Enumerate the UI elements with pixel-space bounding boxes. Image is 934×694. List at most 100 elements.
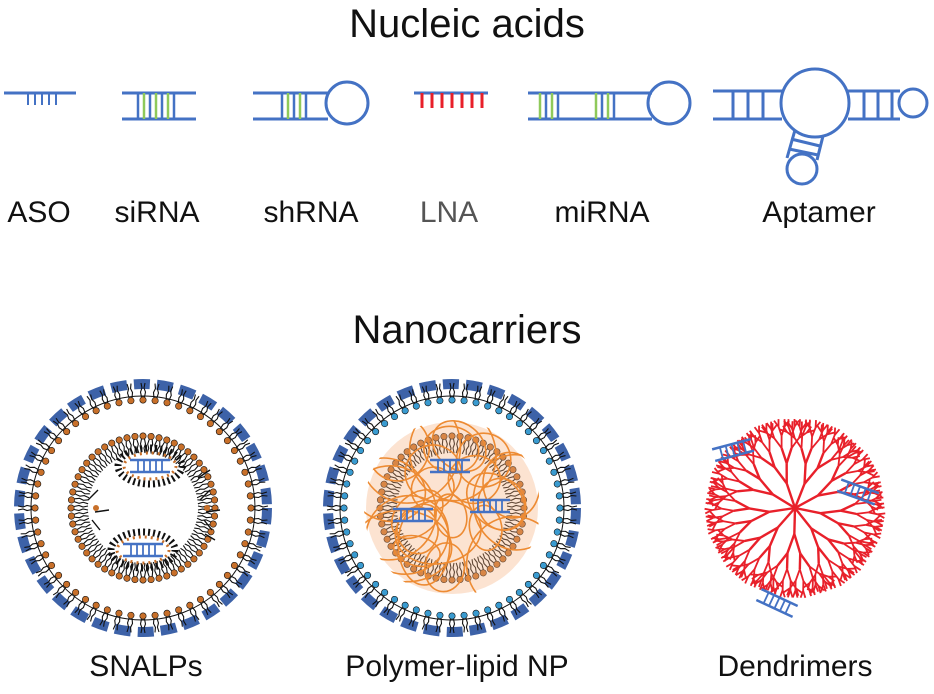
dendrimer-branch [767, 561, 773, 575]
dendrimer-branch [823, 431, 829, 442]
dendrimer-branch [765, 431, 775, 439]
dendrimer-branch [753, 447, 763, 459]
dendrimer-branch [803, 467, 819, 485]
dendrimer-branch [853, 565, 858, 574]
dendrimer-branch [831, 570, 840, 580]
dendrimer-branch [817, 585, 822, 594]
dendrimer-branch [802, 580, 810, 590]
dendrimer-branch [822, 441, 825, 454]
dendrimer-branch [853, 524, 866, 528]
dendrimer-branch [853, 455, 859, 465]
lipid [174, 605, 188, 628]
dendrimer-branch [713, 467, 721, 475]
dendrimer-branch [847, 570, 852, 579]
dendrimer-branch [838, 445, 845, 455]
dendrimer-branch [717, 477, 728, 481]
dendrimer-branch [827, 538, 844, 545]
dendrimer-branch [718, 495, 727, 504]
dendrimer-branch [837, 565, 846, 575]
dendrimer-branch [822, 424, 829, 431]
dendrimer-branch [801, 426, 807, 437]
nucleic-acids-title: Nucleic acids [349, 2, 585, 46]
dendrimer-branch [853, 525, 865, 534]
dendrimer-branch [842, 542, 855, 551]
dendrimer-branch [729, 552, 735, 560]
dendrimer-branch [758, 432, 763, 443]
dendrimer-branch [725, 462, 735, 469]
dendrimer-branch [753, 436, 763, 443]
dendrimer-branch [795, 588, 800, 597]
dendrimer-branch [732, 538, 745, 542]
dendrimer-branch [716, 495, 727, 498]
dendrimer-branch [704, 507, 713, 511]
dendrimer-branch [738, 548, 751, 557]
dendrimer-branch [856, 511, 869, 515]
dendrimer-branch [863, 460, 870, 468]
dendrimer-branch [844, 463, 855, 474]
lipid [62, 407, 81, 429]
dendrimer-branch [799, 590, 805, 599]
dendrimer-branch [752, 451, 755, 465]
dendrimer-branch [758, 545, 771, 559]
dendrimer-branch [759, 582, 764, 591]
dendrimer-branch [808, 588, 812, 597]
dendrimer-branch [857, 560, 865, 566]
snalp-glyph [14, 379, 272, 637]
lipid [328, 476, 352, 489]
dendrimer-branch [808, 426, 813, 437]
dendrimer-branch [748, 557, 760, 565]
dendrimer-branch [816, 453, 825, 469]
dendrimer-branch [769, 573, 773, 584]
dendrimer-branch [785, 447, 793, 464]
dendrimer-branch [768, 451, 776, 468]
dendrimer-branch [708, 486, 716, 491]
dendrimer-branch [717, 460, 725, 468]
dendrimer-branch [756, 572, 765, 582]
dendrimer-branch [827, 431, 835, 436]
label-sirna: siRNA [114, 196, 200, 229]
dendrimer-branch [800, 447, 807, 464]
dendrimer-branch [863, 481, 874, 485]
dendrimer-branch [777, 426, 783, 437]
dendrimer-branch [847, 568, 855, 574]
dendrimer-branch [853, 549, 861, 559]
lipid [552, 476, 576, 489]
dendrimer-branch [834, 428, 841, 436]
dendrimer-branch [724, 466, 735, 470]
dendrimer-branch [752, 488, 774, 496]
polymer-strand [465, 515, 540, 596]
dendrimer-branch [819, 512, 839, 525]
dendrimer-branch [715, 487, 726, 491]
dendrimer-branch [708, 522, 717, 528]
polymer-strand [431, 420, 487, 473]
polymer-strand [392, 534, 441, 568]
dendrimer-branch [725, 487, 738, 493]
polymer-strand [408, 420, 497, 502]
dendrimer-branch [827, 559, 834, 572]
dendrimer-branch [772, 565, 779, 578]
dendrimer-branch [715, 515, 724, 524]
dendrimer-branch [843, 541, 856, 545]
dendrimer-branch [837, 456, 848, 468]
dendrimer-branch [804, 448, 813, 464]
dendrimer-branch [868, 468, 877, 472]
dendrimer-branch [845, 448, 852, 458]
dendrimer-branch [730, 471, 741, 483]
dendrimer-branch [711, 507, 722, 511]
dendrimer-branch [831, 472, 847, 482]
dendrimer-branch [847, 534, 855, 547]
dendrimer-branch [770, 428, 776, 439]
dendrimer-branch [820, 431, 825, 442]
dendrimer-branch [818, 572, 829, 578]
dendrimer-branch [711, 501, 720, 507]
dendrimer-branch [862, 551, 870, 558]
dendrimer-branch [859, 466, 865, 476]
dendrimer-branch [761, 426, 768, 434]
dendrimer-branch [732, 555, 740, 564]
dendrimer-branch [874, 526, 883, 532]
dendrimer-branch [782, 425, 788, 433]
dendrimer-branch [836, 444, 841, 455]
dendrimer-branch [732, 543, 736, 553]
dendrimer-branch [811, 427, 817, 437]
